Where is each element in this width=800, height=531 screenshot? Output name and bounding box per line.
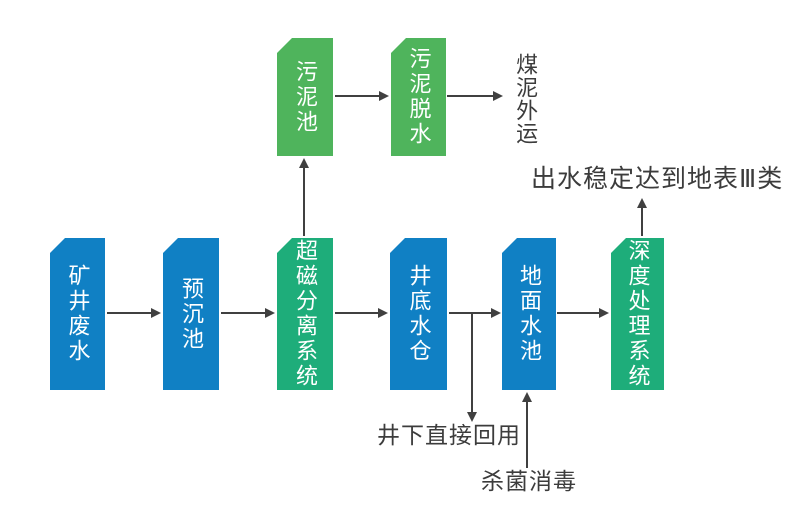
- node-advanced-treatment-label: 深度处理系统: [625, 239, 651, 389]
- node-surface-pool-label: 地面水池: [517, 264, 542, 364]
- node-magnetic-separation: 超磁分离系统: [277, 238, 333, 390]
- node-sludge-dewatering-label: 污泥脱水: [406, 47, 432, 147]
- node-shaft-bottom-sump-label: 井底水仓: [406, 264, 432, 364]
- node-pre-sedimentation: 预沉池: [163, 238, 219, 390]
- node-shaft-bottom-sump: 井底水仓: [390, 238, 447, 390]
- node-magnetic-separation-label: 超磁分离系统: [293, 239, 318, 389]
- label-disinfection: 杀菌消毒: [481, 468, 577, 494]
- node-advanced-treatment: 深度处理系统: [611, 238, 664, 390]
- node-sludge-dewatering: 污泥脱水: [391, 38, 446, 156]
- node-pre-sedimentation-label: 预沉池: [179, 276, 204, 352]
- label-effluent-standard: 出水稳定达到地表Ⅲ类: [531, 165, 784, 193]
- label-underground-reuse: 井下直接回用: [377, 422, 521, 448]
- node-mine-wastewater: 矿井废水: [50, 238, 105, 390]
- node-mine-wastewater-label: 矿井废水: [65, 264, 91, 364]
- node-surface-pool: 地面水池: [502, 238, 556, 390]
- node-sludge-tank: 污泥池: [277, 38, 333, 156]
- node-sludge-tank-label: 污泥池: [293, 59, 318, 135]
- label-coal-slime-transport: 煤泥外运: [513, 53, 539, 145]
